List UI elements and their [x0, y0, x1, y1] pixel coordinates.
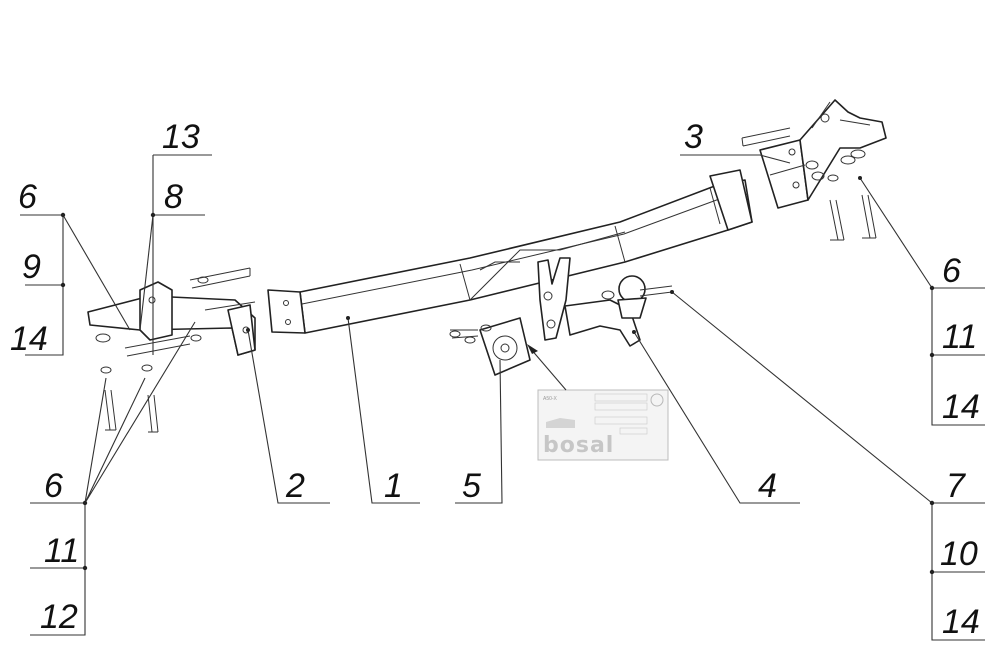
callout-14-right-mid: 14	[942, 388, 980, 426]
callout-labels: 13 8 6 9 14 3 6 11 14 6 11 12 2 1 5 4 7 …	[10, 118, 980, 641]
callout-6-right-top: 6	[942, 252, 961, 290]
callout-1: 1	[384, 467, 403, 505]
callout-11-left: 11	[44, 532, 79, 570]
leader-lines	[20, 154, 985, 641]
callout-9: 9	[22, 248, 41, 286]
callout-7: 7	[946, 467, 966, 505]
left-end-plate	[267, 289, 306, 334]
callout-8: 8	[164, 178, 183, 216]
left-bracket	[87, 267, 256, 433]
right-tube	[709, 169, 753, 231]
callout-3: 3	[684, 118, 703, 156]
right-bracket	[741, 99, 887, 241]
callout-14-left-top: 14	[10, 320, 48, 358]
leader-dots	[60, 176, 935, 575]
callout-6-left-bottom: 6	[44, 467, 63, 505]
callout-2: 2	[285, 467, 305, 505]
callout-4: 4	[758, 467, 777, 505]
callout-5: 5	[462, 467, 481, 505]
electrical-socket	[449, 317, 531, 376]
plate-model: A50-X	[543, 396, 558, 402]
crossbar-beam	[299, 179, 753, 334]
callout-11-right: 11	[942, 318, 977, 356]
callout-10: 10	[940, 535, 978, 573]
identification-plate: A50-X bosal	[537, 389, 669, 461]
callout-6-left-top: 6	[18, 178, 37, 216]
callout-12: 12	[40, 598, 78, 636]
plate-brand: bosal	[543, 433, 614, 458]
callout-14-right-bottom: 14	[942, 603, 980, 641]
callout-13: 13	[162, 118, 200, 156]
tow-ball-assembly	[537, 257, 673, 347]
